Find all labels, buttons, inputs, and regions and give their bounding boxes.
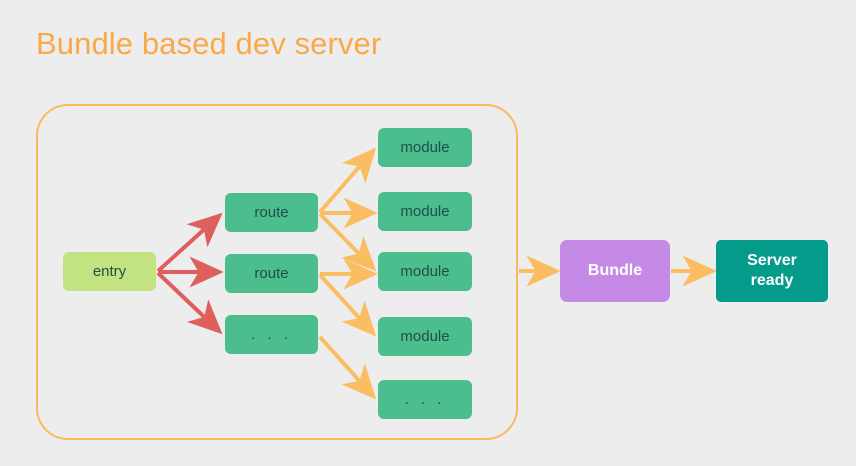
node-module-ellipsis-label: . . . bbox=[404, 391, 446, 408]
node-module-3-label: module bbox=[400, 263, 450, 280]
dependency-graph-group bbox=[36, 104, 518, 440]
node-module-2-label: module bbox=[400, 203, 450, 220]
node-module-1-label: module bbox=[400, 139, 450, 156]
node-bundle-label: Bundle bbox=[587, 262, 643, 279]
node-module-3[interactable]: module bbox=[378, 252, 472, 291]
node-route-ellipsis[interactable]: . . . bbox=[225, 315, 318, 354]
node-route-2-label: route bbox=[254, 265, 289, 282]
node-server-ready-label-line1: Server bbox=[747, 252, 797, 269]
node-module-1[interactable]: module bbox=[378, 128, 472, 167]
node-server-ready-label-line2: ready bbox=[750, 272, 794, 289]
node-module-2[interactable]: module bbox=[378, 192, 472, 231]
node-route-ellipsis-label: . . . bbox=[251, 326, 292, 343]
node-entry-label: entry bbox=[92, 263, 127, 280]
node-module-ellipsis[interactable]: . . . bbox=[378, 380, 472, 419]
node-module-4-label: module bbox=[400, 328, 450, 345]
node-route-1[interactable]: route bbox=[225, 193, 318, 232]
node-entry[interactable]: entry bbox=[63, 252, 156, 291]
node-server-ready[interactable]: Server ready bbox=[716, 240, 828, 302]
node-module-4[interactable]: module bbox=[378, 317, 472, 356]
page-title: Bundle based dev server bbox=[36, 26, 382, 61]
node-bundle[interactable]: Bundle bbox=[560, 240, 670, 302]
node-route-1-label: route bbox=[254, 204, 289, 221]
node-route-2[interactable]: route bbox=[225, 254, 318, 293]
